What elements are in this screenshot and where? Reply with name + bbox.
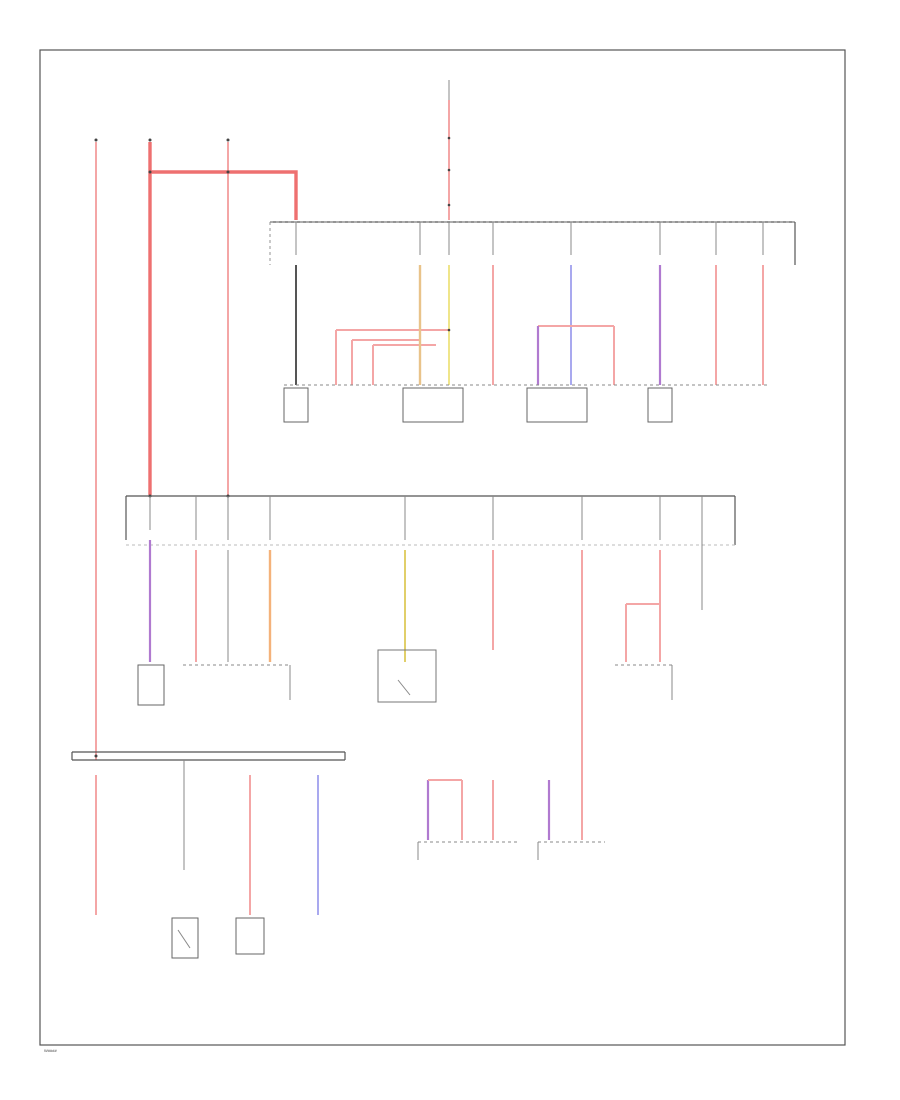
switch-box-low: [171, 917, 199, 959]
module-4: [647, 387, 673, 423]
module-6: [235, 917, 265, 955]
switch-box-mid: [377, 649, 437, 703]
right-cluster-group: [537, 780, 605, 860]
diagram-frame: [39, 49, 846, 1046]
instrument-cluster-group: [417, 779, 520, 860]
main-feed: [447, 80, 451, 220]
left-feeds: [94, 138, 298, 760]
middle-branches: [137, 496, 703, 838]
lower-branches: [95, 760, 319, 959]
sheet-id: W####: [44, 1048, 57, 1053]
module-2: [402, 387, 464, 423]
module-1: [283, 387, 309, 423]
module-3: [526, 387, 588, 423]
top-branches: [283, 222, 770, 423]
module-5: [137, 664, 165, 706]
middle-fuse-bus: [125, 494, 736, 546]
lower-fuse-bus: [71, 751, 346, 761]
top-fuse-bus: [269, 221, 796, 265]
